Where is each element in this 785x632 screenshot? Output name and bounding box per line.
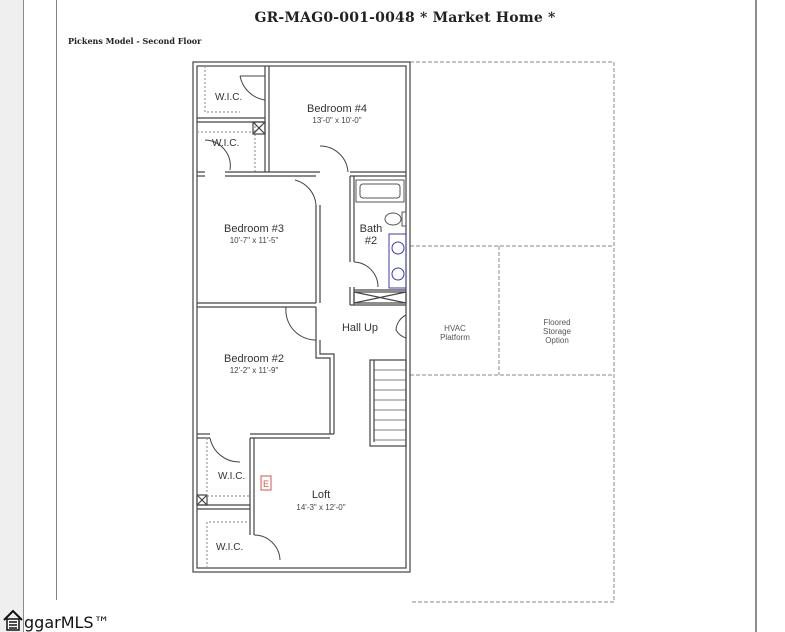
storage-label-line2: Storage [543,327,572,336]
exterior-walls [192,61,411,573]
bedroom3-label: Bedroom #3 [224,223,284,235]
attic-outline [410,61,615,603]
toilet [384,211,407,227]
storage-label-line3: Option [545,336,569,345]
hvac-label-line2: Platform [440,333,470,342]
mls-logo: ggarMLS™ [2,604,110,632]
page-gutter-line [56,0,57,600]
wic-second-label: W.I.C. [212,138,239,149]
loft-label: Loft [312,489,330,501]
page-right-border [755,0,757,632]
bedroom2-dims: 12'-2" x 11'-9" [230,366,279,375]
bath2-label-line2: #2 [365,235,377,247]
electrical-panel-icon: E [260,475,272,491]
bedroom2-label: Bedroom #2 [224,353,284,365]
svg-text:E: E [263,479,269,489]
left-page-margin [0,0,24,632]
door-swings [204,75,407,561]
storage-label-line1: Floored [543,318,570,327]
vanity-sinks [388,233,407,289]
loft-dims: 14'-3" x 12'-0" [296,503,345,512]
bathtub [355,179,405,203]
bedroom3-dims: 10'-7" x 11'-5" [230,236,279,245]
document-subtitle: Pickens Model - Second Floor [68,36,202,46]
logo-text: ggarMLS™ [24,613,110,632]
bath2-label-line1: Bath [360,223,383,235]
wic-top-label: W.I.C. [215,92,242,103]
wic-bottom-label: W.I.C. [216,542,243,553]
document-title: GR-MAG0-001-0048 * Market Home * [254,10,556,26]
house-icon [3,609,23,631]
hall-label: Hall Up [342,322,378,334]
interior-walls [196,66,407,568]
wic-third-label: W.I.C. [218,471,245,482]
bedroom4-dims: 13'-0" x 10'-0" [312,116,361,125]
bedroom4-label: Bedroom #4 [307,103,367,115]
hvac-label-line1: HVAC [444,324,466,333]
